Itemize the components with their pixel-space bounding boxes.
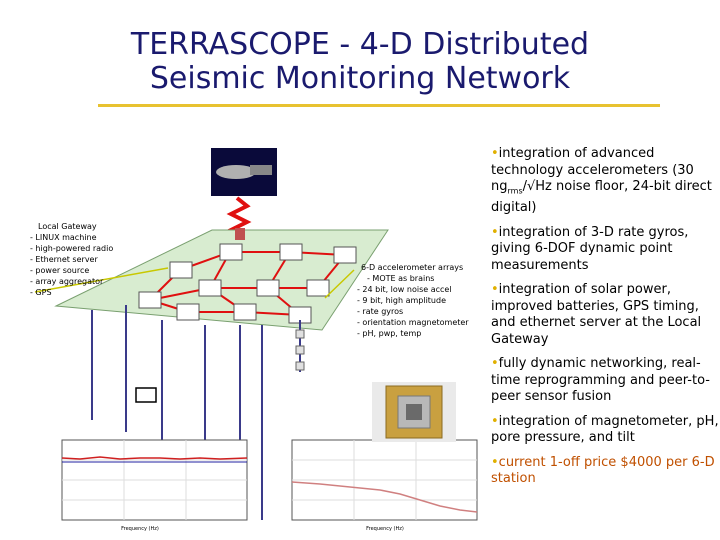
- mote-label: 6-D accelerometer arrays - MOTE as brain…: [357, 262, 469, 339]
- plot-left-xlabel: Frequency (Hz): [121, 526, 159, 532]
- sensor-string: [296, 330, 304, 370]
- gateway-item: - Ethernet server: [30, 254, 113, 265]
- mote-item: - orientation magnetometer: [357, 317, 469, 328]
- bullet-item: •integration of advanced technology acce…: [491, 146, 719, 217]
- gateway-item: - GPS: [30, 287, 113, 298]
- bullet-item: •integration of 3-D rate gyros, giving 6…: [491, 225, 719, 275]
- mote-item: - rate gyros: [357, 306, 469, 317]
- bullet-item: •current 1-off price $4000 per 6-D stati…: [491, 455, 719, 488]
- mote-heading-2: - MOTE as brains: [367, 273, 469, 284]
- bullet-icon: •: [491, 414, 499, 429]
- gateway-label: Local Gateway - LINUX machine - high-pow…: [30, 221, 113, 298]
- bullet-icon: •: [491, 455, 499, 470]
- bullet-item: •integration of magnetometer, pH, pore p…: [491, 414, 719, 447]
- bullet-item: •integration of solar power, improved ba…: [491, 282, 719, 348]
- feature-bullets: •integration of advanced technology acce…: [491, 146, 719, 496]
- gateway-heading: Local Gateway: [38, 221, 113, 232]
- noise-plot-right: Frequency (Hz): [292, 440, 477, 532]
- mote-item: - pH, pwp, temp: [357, 328, 469, 339]
- sensor-box: [136, 388, 156, 402]
- bullet-icon: •: [491, 356, 499, 371]
- bullet-icon: •: [491, 282, 499, 297]
- mote-heading: 6-D accelerometer arrays: [361, 262, 469, 273]
- bullet-icon: •: [491, 225, 499, 240]
- noise-plot-left: Frequency (Hz): [62, 440, 247, 532]
- satellite-icon: [211, 148, 277, 196]
- bullet-icon: •: [491, 146, 499, 161]
- bullet-item: •fully dynamic networking, real-time rep…: [491, 356, 719, 406]
- gateway-item: - LINUX machine: [30, 232, 113, 243]
- mote-item: - 9 bit, high amplitude: [357, 295, 469, 306]
- gateway-item: - array aggregator: [30, 276, 113, 287]
- plot-right-xlabel: Frequency (Hz): [366, 526, 404, 532]
- gateway-item: - power source: [30, 265, 113, 276]
- sensor-chip-photo: [372, 382, 456, 442]
- mote-item: - 24 bit, low noise accel: [357, 284, 469, 295]
- gateway-item: - high-powered radio: [30, 243, 113, 254]
